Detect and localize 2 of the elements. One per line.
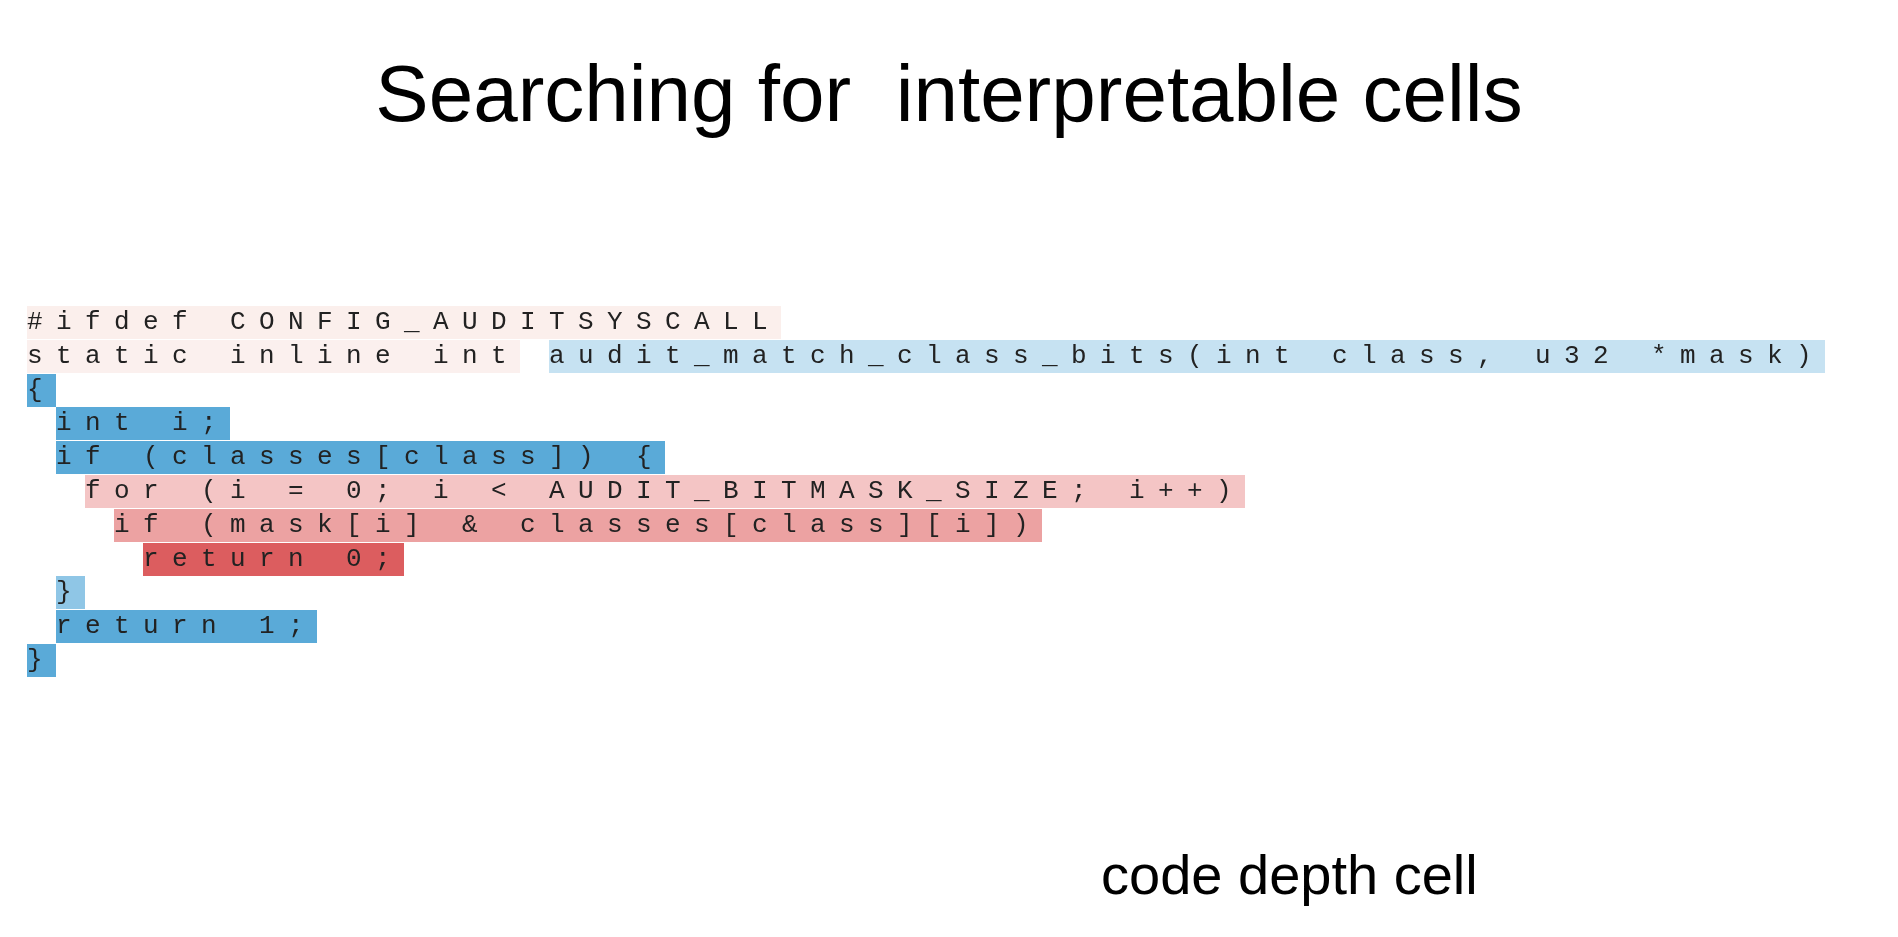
caption-text: code depth cell xyxy=(1101,842,1478,907)
slide-title: Searching for interpretable cells xyxy=(374,48,1524,140)
